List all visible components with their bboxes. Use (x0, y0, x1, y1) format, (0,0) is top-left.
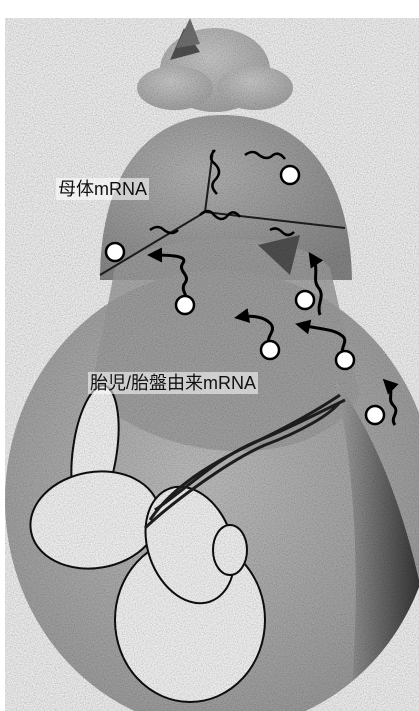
head (137, 28, 293, 112)
fetal-placental-mrna-label: 胎児/胎盤由来mRNA (88, 372, 258, 394)
maternal-mrna-label: 母体mRNA (56, 178, 149, 200)
